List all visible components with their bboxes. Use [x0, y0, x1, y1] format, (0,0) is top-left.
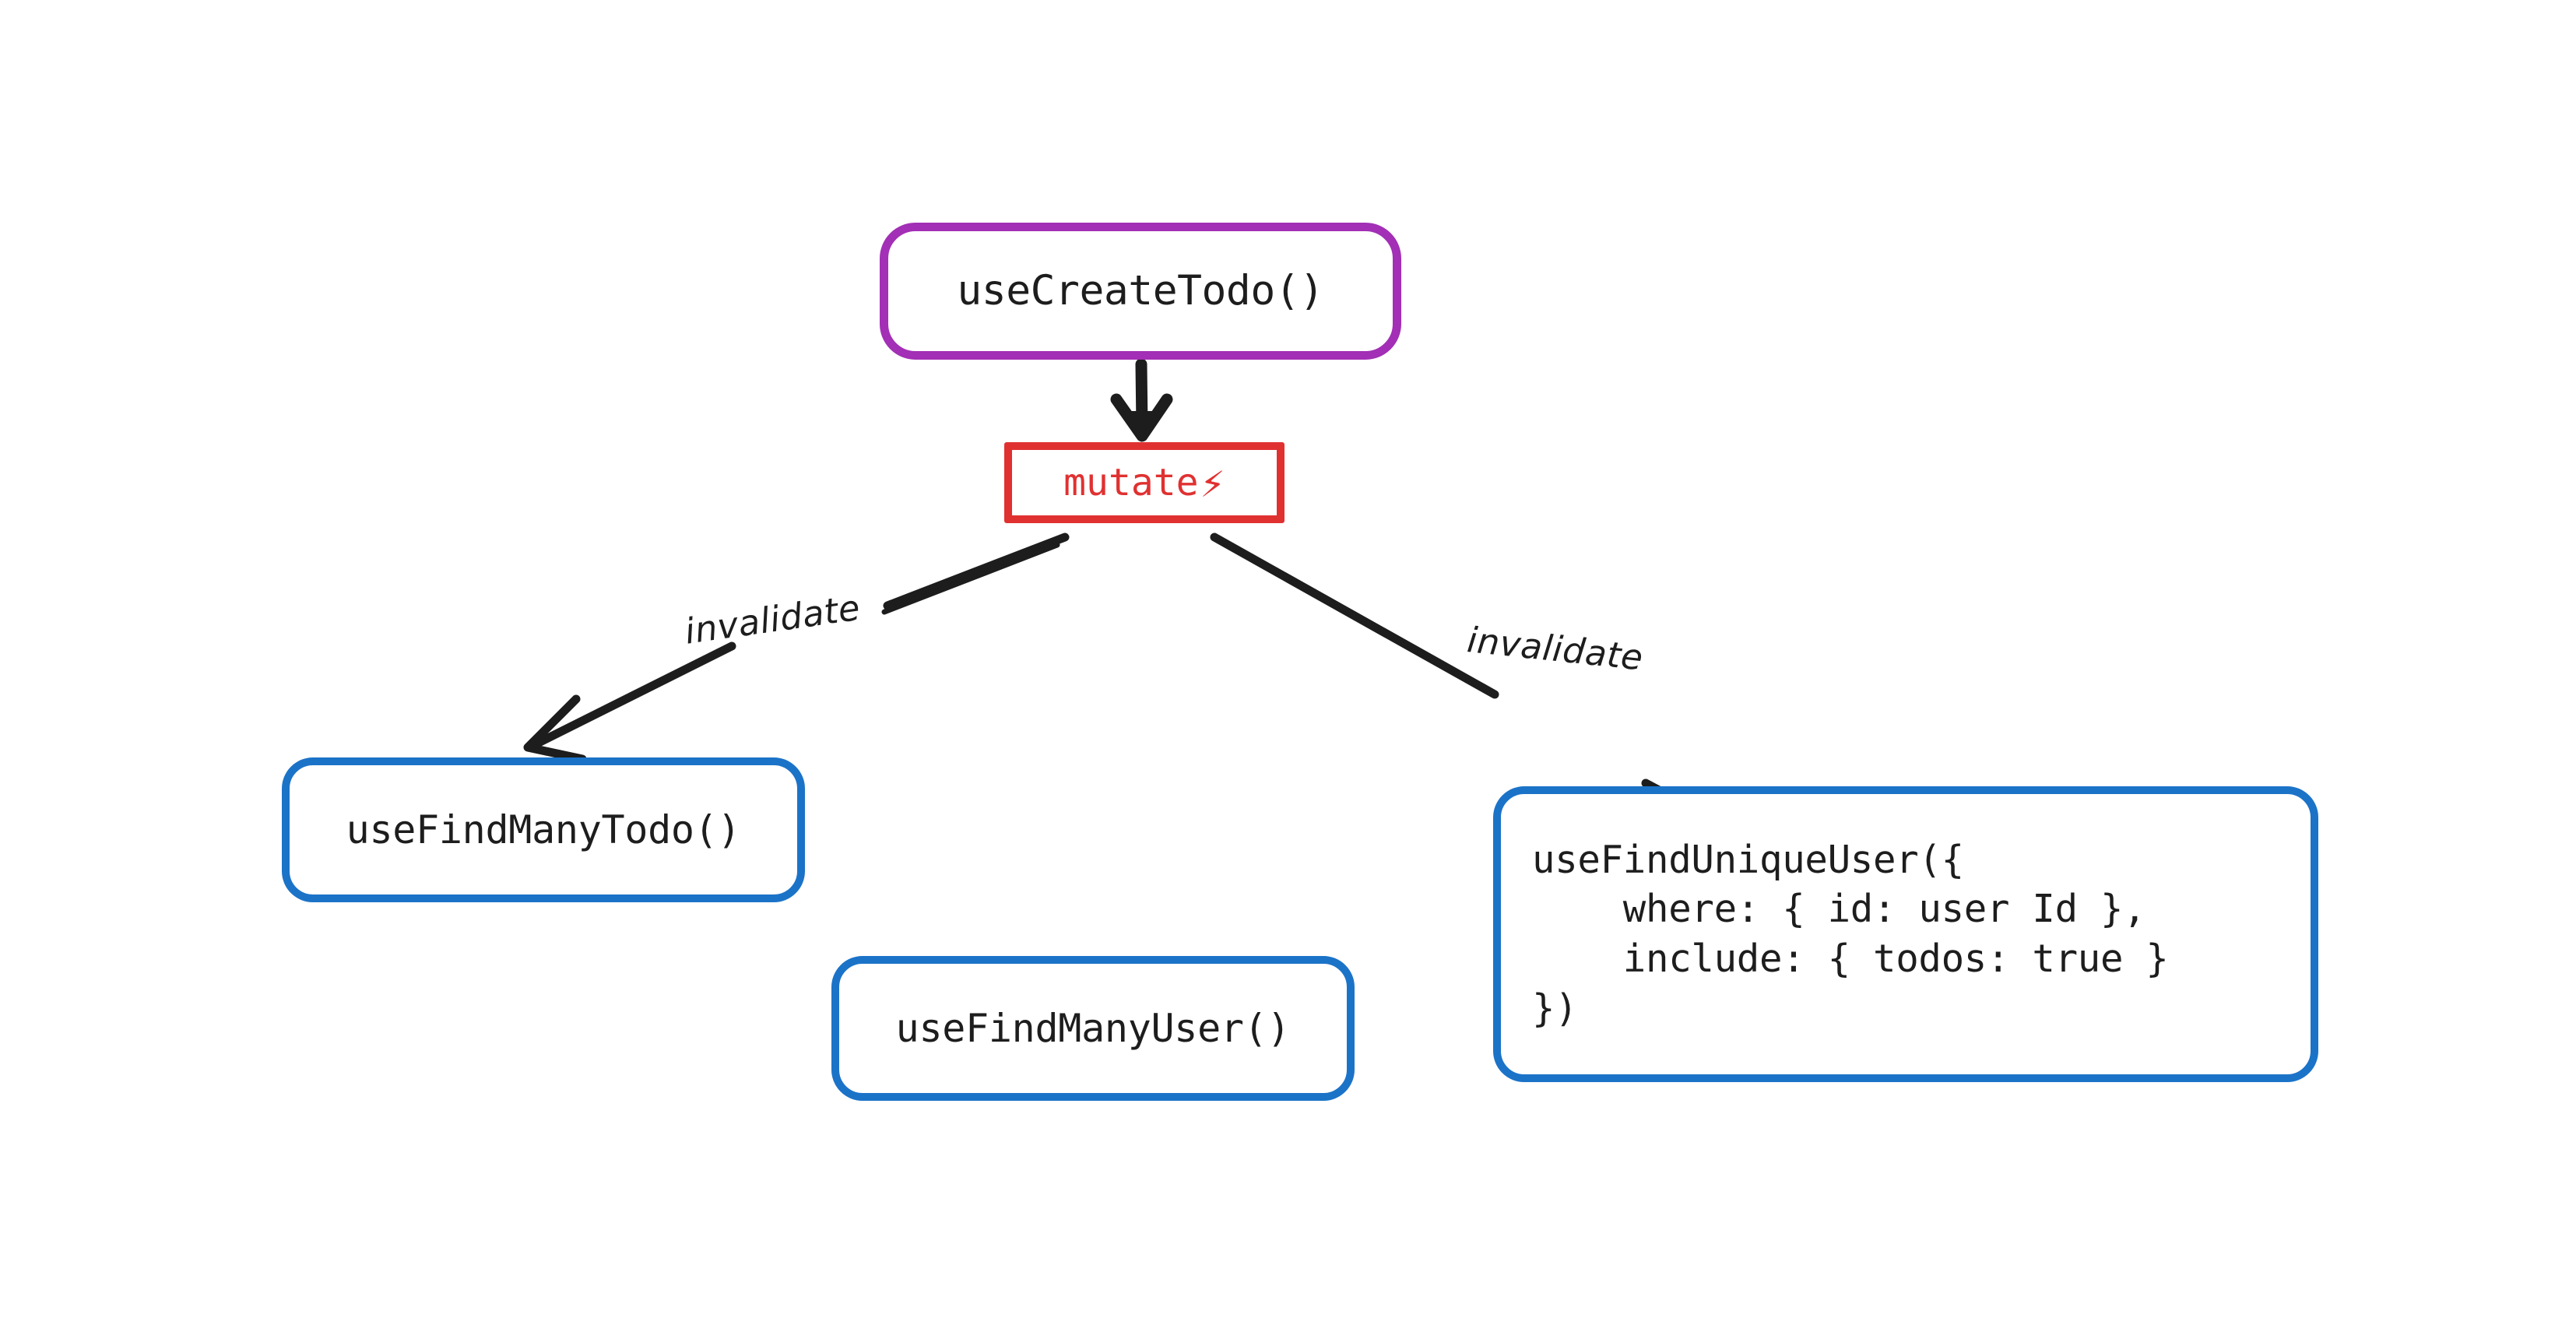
node-mutate[interactable]: mutate⚡ — [1004, 442, 1284, 523]
edge-label-invalidate-left: invalidate — [682, 586, 863, 652]
node-use-find-many-todo[interactable]: useFindManyTodo() — [282, 757, 805, 902]
node-mutate-label: mutate — [1063, 460, 1199, 504]
edge-mutate-to-find-many-todo — [523, 532, 1070, 764]
node-use-find-many-user[interactable]: useFindManyUser() — [831, 956, 1355, 1101]
lightning-bolt-icon: ⚡ — [1200, 462, 1225, 505]
edge-create-to-mutate — [1110, 358, 1173, 442]
node-use-find-many-user-label: useFindManyUser() — [895, 1005, 1291, 1051]
node-mutate-label-wrap: mutate⚡ — [1063, 460, 1225, 506]
node-use-create-todo-label: useCreateTodo() — [957, 266, 1324, 315]
node-use-find-unique-user[interactable]: useFindUniqueUser({ where: { id: user Id… — [1493, 786, 2318, 1082]
node-use-find-many-todo-label: useFindManyTodo() — [346, 807, 741, 852]
node-use-find-unique-user-label: useFindUniqueUser({ where: { id: user Id… — [1532, 837, 2169, 1031]
node-use-create-todo[interactable]: useCreateTodo() — [880, 223, 1401, 360]
edge-label-invalidate-right: invalidate — [1465, 619, 1646, 679]
